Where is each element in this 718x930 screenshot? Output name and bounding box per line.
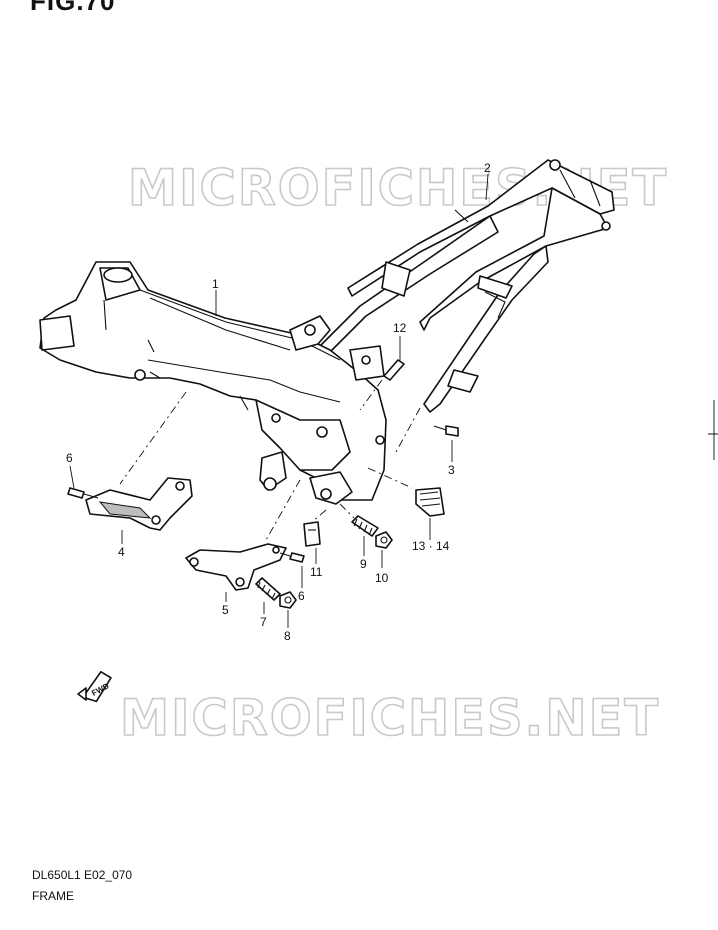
callout-9: 9	[360, 557, 367, 571]
callout-13-14: 13 · 14	[412, 539, 450, 553]
callout-11: 11	[310, 565, 323, 579]
forward-direction-marker: FWD	[77, 670, 112, 703]
callout-8: 8	[284, 629, 291, 643]
main-frame-part	[39, 261, 387, 505]
leader-lines	[69, 173, 489, 628]
pad-part-13-14	[415, 487, 445, 517]
callout-10: 10	[375, 571, 389, 585]
callout-2: 2	[484, 161, 491, 175]
diagram-name: FRAME	[32, 889, 74, 903]
callout-1: 1	[212, 277, 219, 291]
spring-part-7	[255, 577, 281, 601]
rear-subframe-part	[319, 159, 615, 413]
callout-6-left: 6	[66, 451, 73, 465]
bolt-part-12	[383, 359, 405, 381]
callout-6-right: 6	[298, 589, 305, 603]
callout-7: 7	[260, 615, 267, 629]
callout-12: 12	[393, 321, 407, 335]
figure-title: FIG.70	[30, 0, 116, 16]
clip-part-11	[303, 521, 321, 547]
footrest-bracket-part-5	[185, 543, 287, 591]
bolt-part-6-right	[279, 552, 305, 563]
margin-mark	[708, 400, 718, 460]
bolt-part-3	[433, 425, 459, 437]
spring-part-9	[351, 515, 379, 537]
callouts: 1 2 3 4 5 6 6 7 8 9 10 11 12 13 · 14	[66, 161, 491, 643]
watermark-bottom: MICROFICHES.NET	[120, 689, 660, 747]
footrest-bracket-part-4	[85, 477, 193, 531]
nut-part-8	[279, 591, 297, 609]
nut-part-10	[375, 531, 393, 549]
diagram-code: DL650L1 E02_070	[32, 868, 133, 882]
connection-lines	[119, 379, 421, 541]
bolt-part-6-left	[67, 487, 99, 499]
callout-4: 4	[118, 545, 125, 559]
callout-5: 5	[222, 603, 229, 617]
callout-3: 3	[448, 463, 455, 477]
